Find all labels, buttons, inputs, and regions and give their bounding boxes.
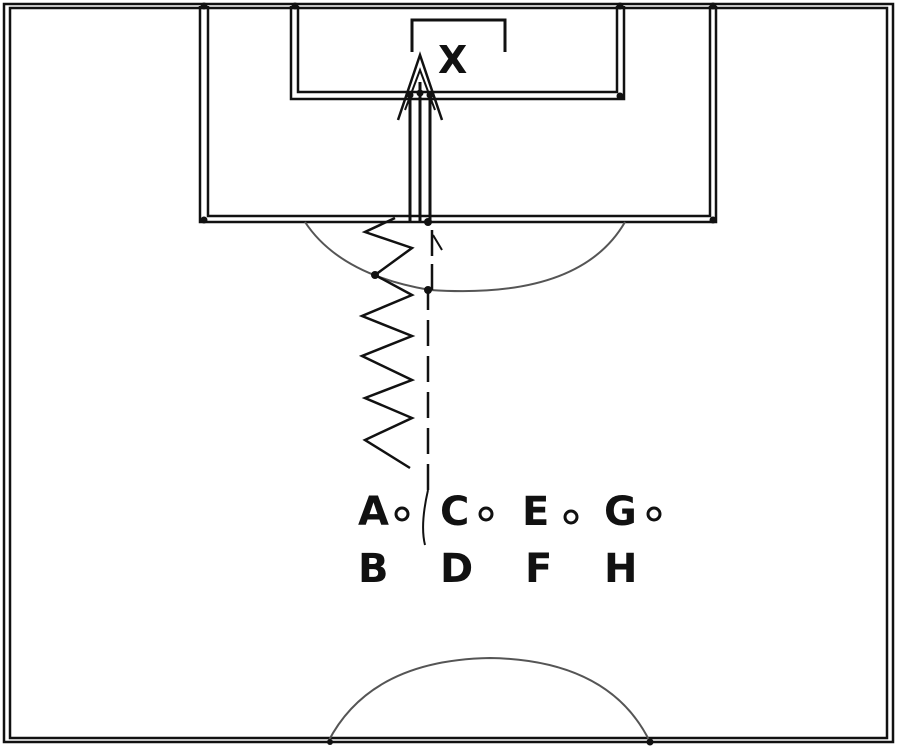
player-c: C xyxy=(440,489,469,535)
goal-frame xyxy=(410,18,507,52)
ball-icons xyxy=(394,506,662,525)
inner-boundary xyxy=(8,6,889,740)
shot-arrow-dots xyxy=(406,89,434,99)
dribble-zigzag-line xyxy=(358,216,416,470)
ball-icon-c xyxy=(478,506,494,522)
centre-arc-dot-left xyxy=(327,739,333,745)
path-nodes xyxy=(371,218,432,294)
player-b: B xyxy=(358,546,389,592)
run-line-dashed xyxy=(426,225,434,490)
goal-marker-x: X xyxy=(438,38,467,82)
centre-arc-dot xyxy=(646,738,654,746)
player-d: D xyxy=(440,546,473,592)
ball-icon-e xyxy=(563,509,579,525)
centre-circle-arc xyxy=(327,656,651,743)
box-corner-dots xyxy=(200,2,717,224)
shot-arrows xyxy=(396,51,444,251)
player-g: G xyxy=(604,489,637,535)
player-h: H xyxy=(604,546,637,592)
penalty-arc xyxy=(304,221,626,293)
goal-area xyxy=(289,6,626,101)
ball-icon-g xyxy=(646,506,662,522)
ball-icon-a xyxy=(394,506,410,522)
player-a: A xyxy=(358,489,389,535)
player-f: F xyxy=(525,546,552,592)
run-start-curve xyxy=(422,489,429,546)
player-e: E xyxy=(522,489,549,535)
penalty-area xyxy=(198,6,718,224)
